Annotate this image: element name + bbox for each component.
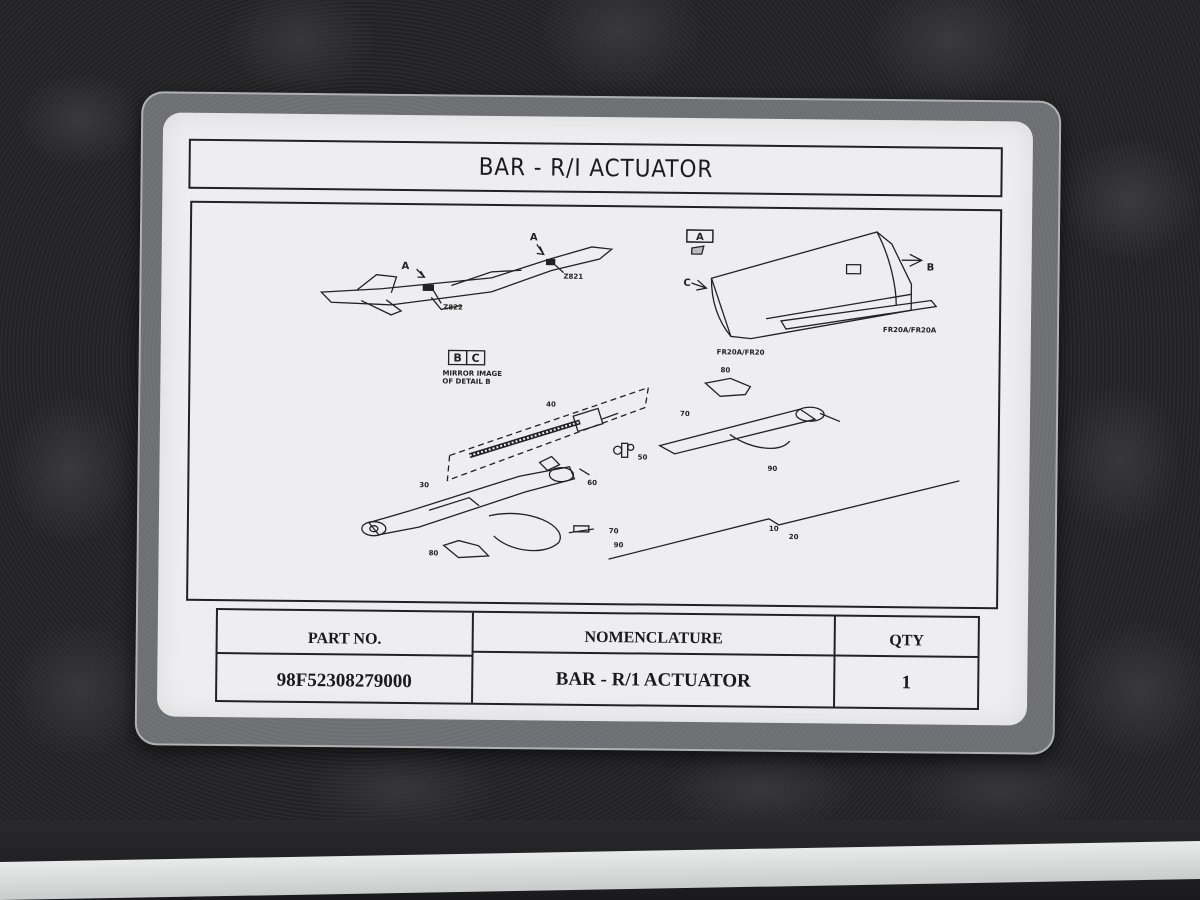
aircraft-tail: [355, 274, 398, 294]
actuator-bar: [367, 465, 576, 536]
qty-value: 1: [901, 672, 912, 694]
callout-80-lower: 80: [429, 549, 439, 557]
zone-label-1: Z822: [443, 303, 463, 311]
part-no-header: PART NO.: [217, 614, 472, 657]
part-no-column: PART NO. 98F52308279000: [217, 610, 474, 703]
qty-column: QTY 1: [835, 616, 978, 708]
upper-rod: [657, 408, 817, 455]
callout-50: 50: [638, 453, 648, 461]
qty-header: QTY: [835, 616, 978, 659]
aircraft-stabilizer: [360, 299, 403, 316]
placard-card: BAR - R/I ACTUATOR: [156, 112, 1034, 726]
mirror-note-line1: MIRROR IMAGE: [442, 369, 502, 378]
part-no-value: 98F52308279000: [276, 669, 412, 693]
placard-title: BAR - R/I ACTUATOR: [478, 152, 714, 184]
callout-60: 60: [587, 479, 597, 487]
zone-label-2: Z821: [563, 273, 583, 281]
callout-10: 10: [769, 525, 779, 533]
aircraft-outline: [319, 246, 614, 306]
illustration-panel: A B C MIRROR IMAGE OF DETAIL B A A B C Z…: [186, 200, 1003, 610]
detail-box-c: C: [472, 352, 480, 365]
callout-40: 40: [546, 400, 556, 408]
callout-80-upper: 80: [720, 366, 730, 374]
nomenclature-value: BAR - R/1 ACTUATOR: [555, 668, 751, 692]
nacelle-outline: [710, 231, 913, 340]
arrow-b-label: B: [927, 262, 935, 273]
arrow-a-label-1: A: [402, 261, 410, 272]
detail-dashed-box: [446, 386, 650, 482]
detail-box-b: B: [453, 352, 462, 365]
callout-70-upper: 70: [680, 410, 690, 418]
frame-label-2: FR20A/FR20A: [883, 326, 937, 335]
callout-70-lower: 70: [609, 527, 619, 535]
exploded-view-drawing: A B C MIRROR IMAGE OF DETAIL B A A B C Z…: [319, 229, 960, 560]
arrow-a-label-2: A: [530, 232, 538, 243]
nomenclature-column: NOMENCLATURE BAR - R/1 ACTUATOR: [473, 612, 836, 707]
frame-label-1: FR20A/FR20: [717, 348, 765, 357]
placard-title-box: BAR - R/I ACTUATOR: [188, 138, 1003, 198]
detail-box-a: A: [696, 232, 704, 243]
callout-90-lower: 90: [614, 541, 624, 549]
mirror-note-line2: OF DETAIL B: [442, 377, 490, 386]
arrow-c-label: C: [683, 278, 690, 289]
nomenclature-header: NOMENCLATURE: [473, 612, 834, 657]
parts-table: PART NO. 98F52308279000 NOMENCLATURE BAR…: [215, 608, 980, 711]
callout-20: 20: [789, 533, 799, 541]
callout-30: 30: [419, 481, 429, 489]
callout-90-upper: 90: [767, 465, 777, 473]
